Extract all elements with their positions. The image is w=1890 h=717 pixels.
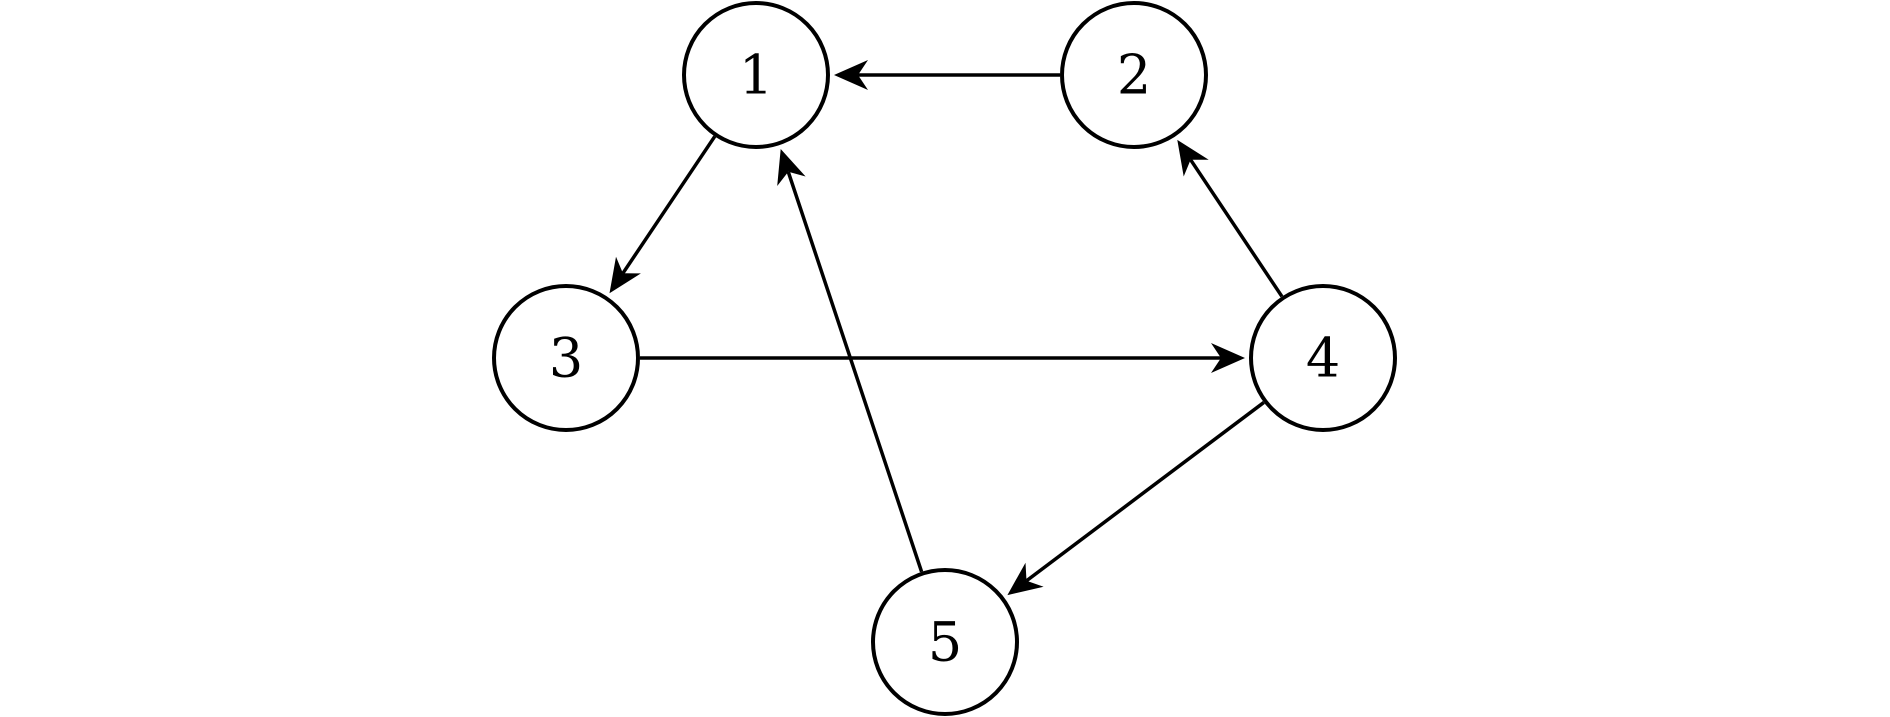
edge-4-to-2	[1177, 139, 1284, 298]
edge-2-to-1	[834, 60, 1060, 90]
arrowhead	[1177, 139, 1209, 177]
node-5-label: 5	[928, 611, 962, 674]
node-1-label: 1	[739, 44, 773, 107]
edge-line	[621, 135, 717, 275]
edge-line	[1025, 401, 1265, 583]
edge-line	[1189, 158, 1284, 298]
arrowhead	[1007, 562, 1044, 596]
arrowhead	[834, 60, 868, 90]
node-4-circle	[1249, 284, 1397, 432]
node-1: 1	[682, 1, 830, 149]
edge-line	[786, 171, 924, 573]
edge-4-to-5	[1007, 401, 1265, 596]
nodes-layer: 1 2 3 4 5	[492, 1, 1397, 716]
node-3-label: 3	[549, 327, 583, 390]
edge-1-to-3	[609, 135, 717, 294]
arrowhead	[777, 149, 806, 186]
node-3: 3	[492, 284, 640, 432]
node-2: 2	[1060, 1, 1208, 149]
node-1-circle	[682, 1, 830, 149]
edge-5-to-1	[777, 149, 924, 573]
arrowhead	[1211, 343, 1245, 373]
node-4: 4	[1249, 284, 1397, 432]
node-2-circle	[1060, 1, 1208, 149]
arrowhead	[609, 256, 641, 294]
node-3-circle	[492, 284, 640, 432]
node-2-label: 2	[1117, 44, 1151, 107]
edges-layer	[609, 60, 1284, 596]
node-5-circle	[871, 568, 1019, 716]
node-4-label: 4	[1306, 327, 1340, 390]
node-5: 5	[871, 568, 1019, 716]
edge-3-to-4	[640, 343, 1245, 373]
